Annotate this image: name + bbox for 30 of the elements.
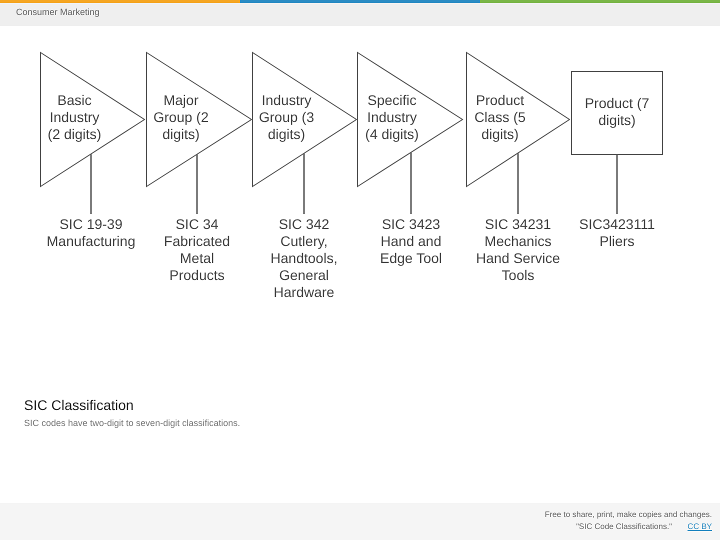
level-label: Specific Industry (4 digits) — [364, 92, 420, 142]
level-label: Product Class (5 digits) — [473, 92, 527, 142]
caption-title: SIC Classification — [24, 397, 134, 413]
level-label: Product (7 digits) — [584, 95, 650, 129]
sic-code-label: SIC 34 Fabricated Metal Products — [152, 216, 242, 284]
level-label: Basic Industry (2 digits) — [46, 92, 102, 142]
leader-line — [410, 152, 412, 214]
classification-triangle — [146, 52, 252, 187]
sic-code-label: SIC 342 Cutlery, Handtools, General Hardware — [259, 216, 349, 301]
leader-line — [517, 153, 519, 214]
sic-code-label: SIC 19-39 Manufacturing — [39, 216, 143, 250]
level-label: Major Group (2 digits) — [152, 92, 210, 142]
classification-triangle — [466, 52, 570, 187]
leader-line — [196, 154, 198, 214]
caption-text: SIC codes have two-digit to seven-digit classifications. — [24, 418, 240, 428]
license-note: Free to share, print, make copies and changes. — [544, 510, 712, 519]
sic-code-label: SIC3423111 Pliers — [569, 216, 665, 250]
classification-box — [571, 71, 663, 155]
classification-triangle — [40, 52, 145, 187]
source-title: "SIC Code Classifications." — [576, 522, 672, 531]
classification-triangle — [357, 52, 463, 187]
license-link: CC BY — [688, 522, 712, 531]
leader-line — [303, 154, 305, 214]
leader-line — [90, 154, 92, 214]
header-text: Consumer Marketing — [16, 7, 100, 17]
level-label: Industry Group (3 digits) — [258, 92, 316, 142]
classification-triangle — [252, 52, 357, 187]
sic-code-label: SIC 34231 Mechanics Hand Service Tools — [473, 216, 563, 284]
sic-code-label: SIC 3423 Hand and Edge Tool — [366, 216, 456, 267]
leader-line — [616, 155, 618, 214]
